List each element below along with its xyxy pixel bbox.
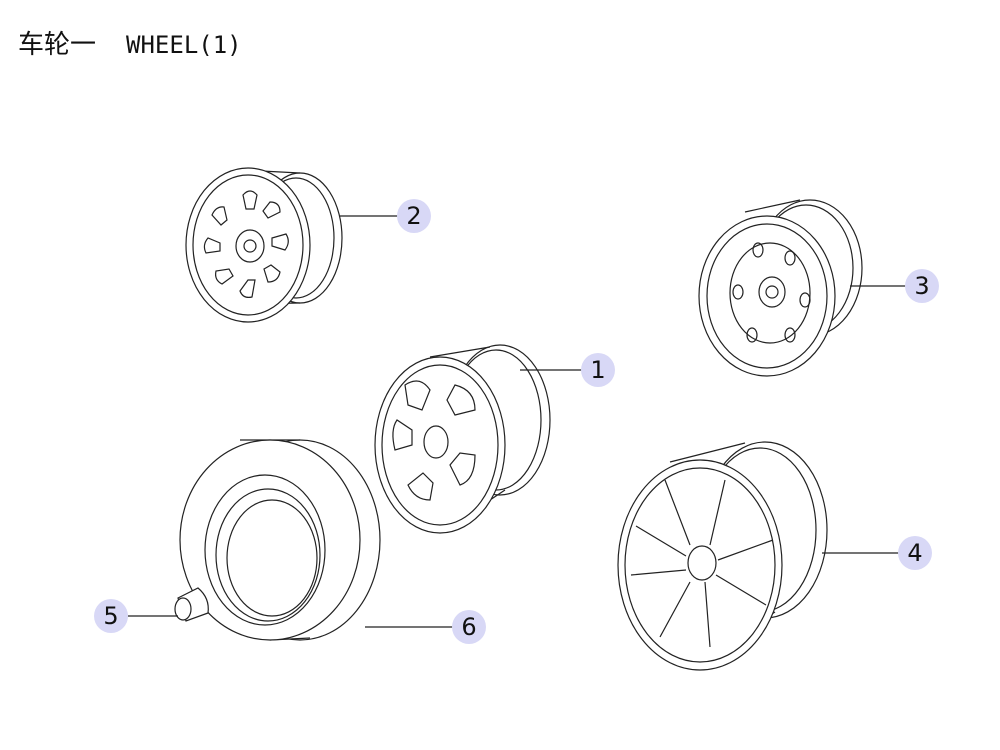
callout-6[interactable]: 6 bbox=[452, 610, 486, 644]
callout-3[interactable]: 3 bbox=[905, 269, 939, 303]
tire-6-drawing bbox=[179, 439, 381, 641]
callout-4[interactable]: 4 bbox=[898, 536, 932, 570]
callout-5[interactable]: 5 bbox=[94, 599, 128, 633]
wheel-1-drawing bbox=[374, 344, 551, 534]
leader-lines bbox=[128, 215, 906, 628]
valve-cap-5-drawing bbox=[174, 587, 209, 622]
wheel-4-drawing bbox=[617, 441, 828, 671]
title-chinese: 车轮一 bbox=[18, 30, 97, 60]
wheel-2-drawing bbox=[185, 167, 343, 323]
callout-2[interactable]: 2 bbox=[397, 199, 431, 233]
wheel-3-drawing bbox=[698, 199, 863, 377]
title-english: WHEEL(1) bbox=[126, 31, 242, 59]
page-title: 车轮一 WHEEL(1) bbox=[18, 24, 242, 61]
callout-1[interactable]: 1 bbox=[581, 353, 615, 387]
